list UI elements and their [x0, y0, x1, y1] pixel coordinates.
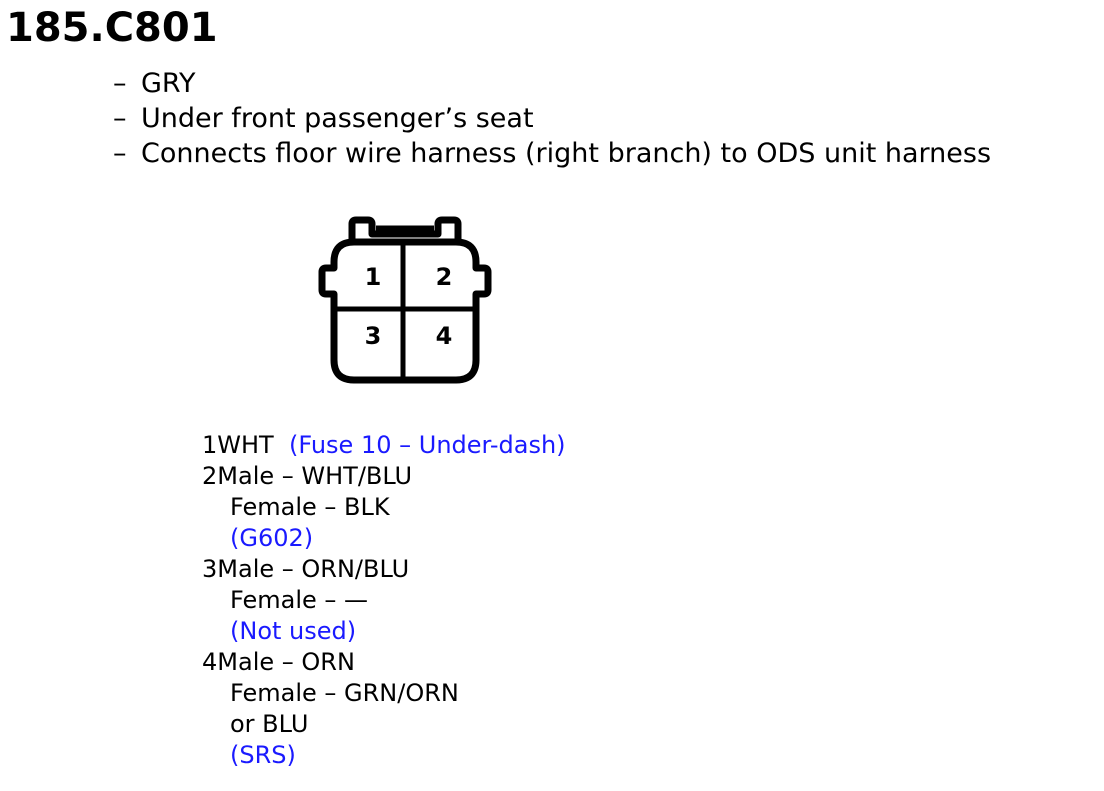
pin-primary-line: 1WHT (Fuse 10 – Under-dash) — [202, 430, 566, 461]
connector-body — [318, 238, 492, 384]
pin-sub-line: Female – GRN/ORN — [230, 679, 459, 707]
pin-wire: Male – ORN — [217, 648, 355, 676]
page-title: 185.C801 — [6, 5, 218, 51]
pin-note: (Not used) — [230, 617, 357, 645]
pin-primary-line: 2Male – WHT/BLU — [202, 461, 566, 492]
detail-text: Under front passenger’s seat — [141, 103, 534, 134]
detail-text: GRY — [141, 68, 196, 99]
pin-sub-line: or BLU — [230, 710, 309, 738]
detail-connects: –Connects floor wire harness (right bran… — [113, 136, 991, 171]
pin-entry-3: 3Male – ORN/BLU Female – — (Not used) — [202, 554, 566, 647]
pin-label-1: 1 — [365, 263, 382, 291]
pin-primary-line: 4Male – ORN — [202, 647, 566, 678]
pin-sub-line: Female – BLK — [230, 493, 390, 521]
connector-latch — [348, 216, 462, 242]
connector-details-list: –GRY –Under front passenger’s seat –Conn… — [113, 66, 991, 171]
pin-label-3: 3 — [365, 322, 382, 350]
pin-number: 3 — [202, 555, 218, 583]
pin-note: (G602) — [230, 524, 314, 552]
detail-location: –Under front passenger’s seat — [113, 101, 991, 136]
pin-note: (SRS) — [230, 741, 296, 769]
pin-wire: WHT — [217, 431, 274, 459]
pin-number: 1 — [202, 431, 218, 459]
pin-entry-2: 2Male – WHT/BLU Female – BLK (G602) — [202, 461, 566, 554]
detail-text: Connects floor wire harness (right branc… — [141, 138, 992, 169]
pin-wire: Male – ORN/BLU — [217, 555, 410, 583]
list-dash: – — [113, 68, 127, 99]
pin-sub-line: Female – — — [230, 586, 369, 614]
pin-assignment-list: 1WHT (Fuse 10 – Under-dash) 2Male – WHT/… — [202, 430, 566, 771]
connector-face-diagram: 1 2 3 4 — [318, 216, 492, 384]
pin-number: 4 — [202, 648, 218, 676]
detail-color: –GRY — [113, 66, 991, 101]
pin-label-2: 2 — [436, 263, 453, 291]
list-dash: – — [113, 138, 127, 169]
list-dash: – — [113, 103, 127, 134]
pin-note: (Fuse 10 – Under-dash) — [288, 431, 566, 459]
pin-wire: Male – WHT/BLU — [217, 462, 413, 490]
pin-label-4: 4 — [436, 322, 453, 350]
pin-primary-line: 3Male – ORN/BLU — [202, 554, 566, 585]
pin-entry-1: 1WHT (Fuse 10 – Under-dash) — [202, 430, 566, 461]
pin-entry-4: 4Male – ORN Female – GRN/ORN or BLU (SRS… — [202, 647, 566, 771]
pin-number: 2 — [202, 462, 218, 490]
